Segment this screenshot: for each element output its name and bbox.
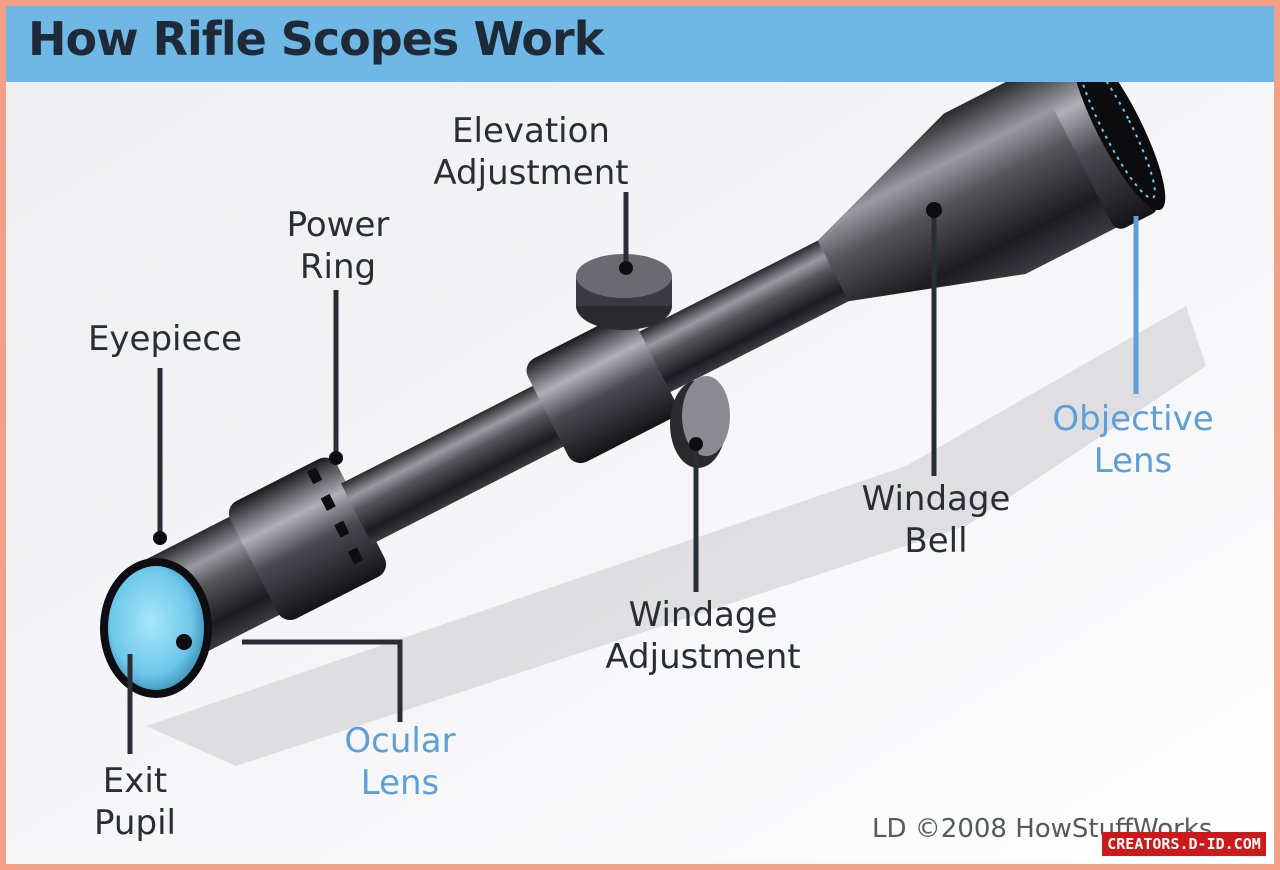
label-line: Lens — [360, 763, 440, 803]
label-line: Lens — [1093, 441, 1173, 481]
label-line: Ring — [299, 247, 377, 287]
scope-body — [134, 41, 1166, 662]
label-power-ring: Power Ring — [268, 204, 408, 288]
windage-turret — [670, 376, 730, 468]
label-line: Power — [286, 205, 390, 245]
label-eyepiece: Eyepiece — [74, 318, 256, 360]
label-line: Windage — [628, 595, 778, 635]
label-line: Elevation — [452, 111, 610, 151]
label-line: Adjustment — [433, 153, 629, 193]
label-ocular-lens: Ocular Lens — [332, 720, 468, 804]
label-line: Eyepiece — [87, 319, 243, 359]
label-elevation-adjustment: Elevation Adjustment — [416, 110, 646, 194]
label-windage-bell: Windage Bell — [848, 478, 1024, 562]
rifle-scope-illustration — [6, 41, 1274, 864]
elevation-turret — [576, 254, 672, 330]
label-objective-lens: Objective Lens — [1038, 398, 1228, 482]
label-line: Adjustment — [605, 637, 801, 677]
label-line: Ocular — [344, 721, 456, 761]
watermark-badge: CREATORS.D-ID.COM — [1102, 832, 1266, 856]
label-line: Objective — [1052, 399, 1214, 439]
label-windage-adjustment: Windage Adjustment — [590, 594, 816, 678]
label-line: Exit — [102, 761, 168, 801]
page-title: How Rifle Scopes Work — [28, 12, 604, 66]
label-line: Windage — [861, 479, 1011, 519]
label-exit-pupil: Exit Pupil — [78, 760, 192, 844]
label-line: Bell — [904, 521, 968, 561]
label-line: Pupil — [94, 803, 176, 843]
leader-lines — [127, 192, 937, 754]
title-bar: How Rifle Scopes Work — [6, 6, 1274, 82]
